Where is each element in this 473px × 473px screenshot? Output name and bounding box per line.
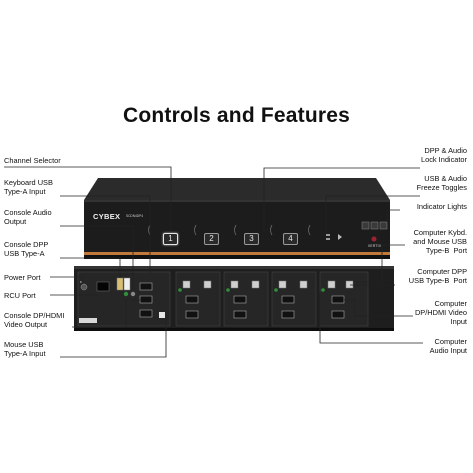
rear-panel xyxy=(74,266,394,331)
accent-stripe xyxy=(84,252,390,255)
channel-button-4[interactable]: 4 xyxy=(283,233,298,245)
model-number: SCDN4DP4 xyxy=(126,214,143,218)
channel-button-1[interactable]: 1 xyxy=(163,233,178,245)
channel-button-3[interactable]: 3 xyxy=(244,233,259,245)
front-panel xyxy=(84,178,390,259)
channel-button-2[interactable]: 2 xyxy=(204,233,219,245)
vendor-logo: VERTIV xyxy=(368,244,381,248)
brand-logo: CYBEX xyxy=(93,212,120,221)
